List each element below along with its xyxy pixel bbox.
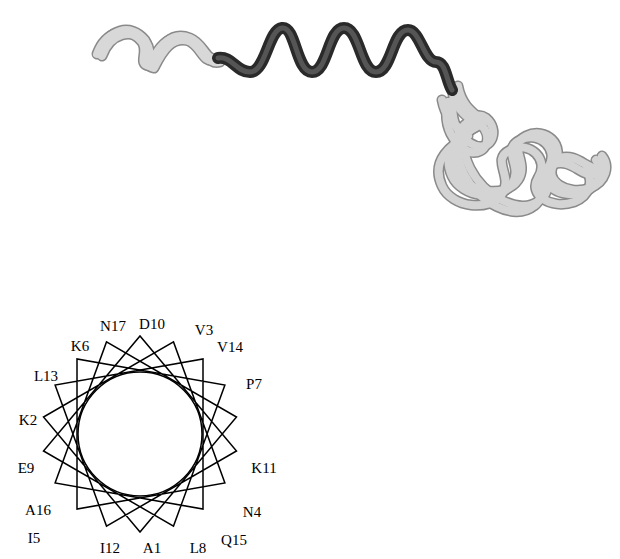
residue-label: P7 (246, 377, 262, 392)
residue-label: I5 (28, 531, 41, 546)
residue-label: E9 (18, 461, 35, 476)
residue-label: L8 (190, 541, 207, 556)
residue-label: L13 (34, 369, 58, 384)
residue-label: N4 (243, 505, 261, 520)
residue-label: K6 (71, 339, 89, 354)
residue-label: K2 (19, 413, 37, 428)
helical-wheel (44, 336, 237, 532)
residue-label: I12 (100, 541, 120, 556)
residue-label: D10 (139, 317, 165, 332)
residue-label: A1 (143, 541, 161, 556)
residue-label: V3 (195, 323, 213, 338)
residue-label: Q15 (221, 533, 247, 548)
residue-label: A16 (25, 503, 51, 518)
residue-label: V14 (217, 340, 243, 355)
residue-label: K11 (251, 461, 276, 476)
residue-label: N17 (100, 319, 126, 334)
